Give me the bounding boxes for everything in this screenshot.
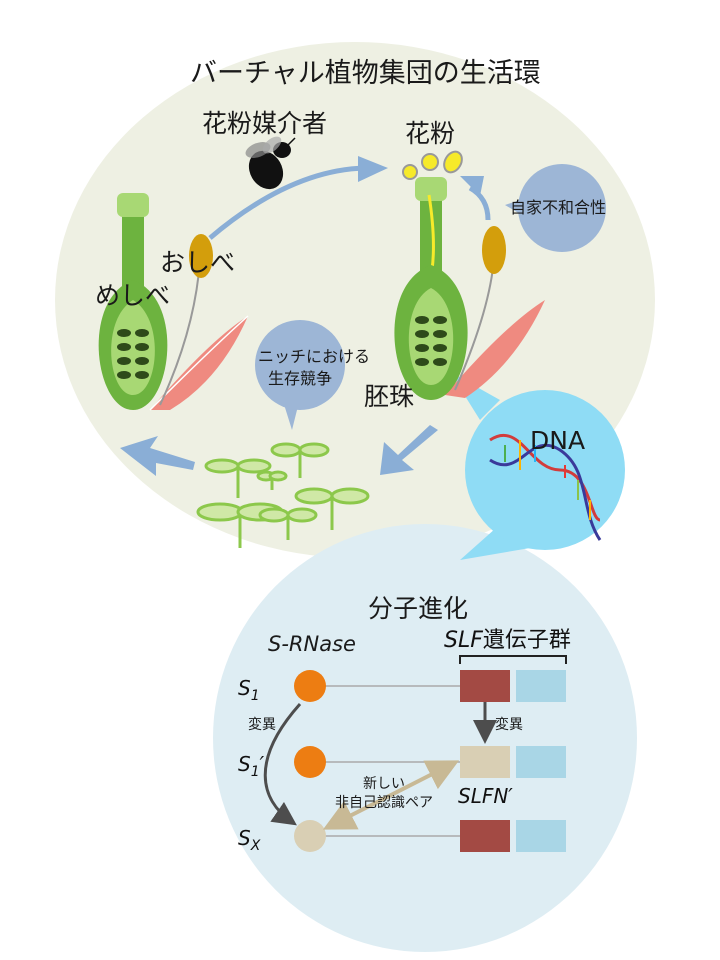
pollen-grains: [402, 150, 463, 180]
self-incompat-bubble-tail: [505, 200, 522, 215]
srnase-s1-prime: [294, 746, 326, 778]
seed-arrow-left: [120, 436, 195, 476]
dna-helix-icon: [489, 433, 602, 541]
slf-italic: SLF: [444, 628, 483, 653]
self-incompat-bubble: [518, 164, 606, 252]
molecular-rows: [263, 655, 567, 852]
pollinator-label: 花粉媒介者: [202, 109, 328, 138]
row-label-sx: SX: [238, 826, 261, 854]
srnase-s1: [294, 670, 326, 702]
slf-genes-label: SLF遺伝子群: [444, 630, 571, 652]
stamen-label: おしべ: [160, 248, 236, 277]
mutation-arrow-left: [263, 703, 302, 826]
seed-arrow-right: [380, 425, 438, 475]
pollen-label: 花粉: [405, 119, 456, 148]
niche-label: ニッチにおける 生存競争: [258, 346, 370, 389]
slf-box-sx-b: [516, 820, 566, 852]
dna-label: DNA: [530, 426, 586, 455]
slf-box-sx-a: [460, 820, 510, 852]
slf-box-s1p-b: [516, 746, 566, 778]
niche-bubble: [255, 320, 345, 410]
right-flower: [394, 150, 545, 400]
slf-box-s1-a: [460, 670, 510, 702]
pollinator-arrow-head: [358, 156, 388, 182]
slfn-label: SLFN′: [458, 784, 513, 808]
row-label-s1: S1: [238, 676, 260, 704]
self-incompat-arrow: [468, 185, 491, 221]
slf-box-s1-b: [516, 670, 566, 702]
new-pair-line2: 非自己認識ペア: [335, 794, 433, 811]
row-label-s1-prime: S1′: [238, 752, 265, 780]
slf-bracket: [459, 655, 567, 664]
dna-bubble: [465, 390, 625, 550]
ovule-label: 胚珠: [364, 382, 415, 411]
new-pair-label: 新しい 非自己認識ペア: [328, 775, 440, 813]
srnase-label: S-RNase: [268, 632, 356, 656]
seedlings: [196, 442, 370, 548]
mutation-label-left: 変異: [248, 717, 276, 733]
srnase-sx: [294, 820, 326, 852]
self-incompat-arrow-head: [460, 176, 484, 196]
new-pair-line1: 新しい: [363, 776, 405, 792]
self-incompat-label: 自家不和合性: [510, 198, 607, 217]
left-flower: [98, 193, 249, 411]
page-title: バーチャル植物集団の生活環: [190, 58, 541, 89]
pistil-label: めしべ: [95, 281, 171, 310]
niche-label-line2: 生存競争: [267, 368, 332, 388]
molecular-title: 分子進化: [368, 594, 469, 623]
mutation-label-right: 変異: [495, 717, 523, 733]
niche-label-line1: ニッチにおける: [258, 347, 371, 366]
slf-rest: 遺伝子群: [482, 628, 571, 653]
bee-icon: [245, 136, 296, 190]
slfn-box: [460, 746, 510, 778]
new-pair-arrow: [322, 760, 460, 830]
pollinator-arrow: [208, 165, 366, 240]
